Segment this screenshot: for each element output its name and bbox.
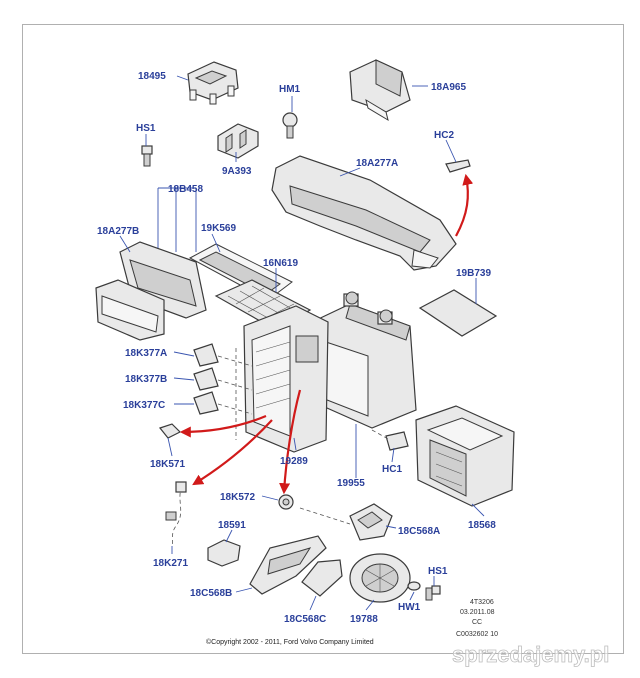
label-18495: 18495	[138, 71, 166, 82]
label-19788: 19788	[350, 614, 378, 625]
copyright-text: ©Copyright 2002 - 2011, Ford Volvo Compa…	[206, 638, 374, 646]
part-18K571-clip	[158, 423, 182, 439]
part-19788-motor	[349, 553, 411, 603]
label-18B458: 18B458	[168, 184, 203, 195]
label-HM1: HM1	[279, 84, 301, 95]
drawing-code-line-2: 03.2011.08	[460, 609, 495, 616]
label-19289: 19289	[280, 456, 308, 467]
diagram-frame	[22, 24, 624, 654]
label-18K271: 18K271	[153, 558, 188, 569]
part-HS1-screw-bottom	[425, 585, 441, 601]
part-18C568C-bracket	[301, 559, 343, 597]
part-18495-bracket	[187, 61, 239, 105]
label-9A393: 9A393	[222, 166, 252, 177]
part-18K271-sensor	[165, 481, 187, 547]
label-19B739: 19B739	[456, 268, 491, 279]
label-18591: 18591	[218, 520, 246, 531]
part-18568-blower	[415, 405, 515, 507]
part-18K377B-actuator	[193, 367, 219, 391]
part-18K572-grommet	[278, 494, 294, 510]
label-18C568A: 18C568A	[398, 526, 440, 537]
label-18A965: 18A965	[431, 82, 466, 93]
label-18K571: 18K571	[150, 459, 185, 470]
part-18A277B-housing	[95, 241, 207, 341]
label-18C568C: 18C568C	[284, 614, 326, 625]
drawing-code: 4T3206 03.2011.08 CC C0032602 10	[456, 599, 498, 638]
red-arrows	[179, 173, 474, 495]
part-18C568B-bracket	[249, 535, 327, 595]
drawing-code-line-1: 4T3206	[470, 599, 494, 606]
part-18591-connector	[207, 539, 241, 567]
part-HC1-clamp	[385, 431, 409, 451]
label-HW1: HW1	[398, 602, 421, 613]
label-18A277A: 18A277A	[356, 158, 398, 169]
part-18C568A-bracket	[349, 503, 393, 541]
drawing-code-line-3: CC	[472, 619, 482, 626]
label-19K569: 19K569	[201, 223, 236, 234]
leader-lines	[119, 75, 485, 611]
label-18K377C: 18K377C	[123, 400, 165, 411]
part-19B739-pad	[418, 289, 498, 337]
label-18C568B: 18C568B	[190, 588, 232, 599]
part-labels: 18495 HM1 18A965 HS1 HC2 9A393 18A277A 1…	[97, 71, 496, 625]
part-19289-housing	[243, 305, 329, 453]
label-HS1: HS1	[136, 123, 156, 134]
label-HS1-bottom: HS1	[428, 566, 448, 577]
watermark-logo: sprzedajemy.pl	[452, 642, 610, 668]
label-16N619: 16N619	[263, 258, 298, 269]
part-9A393-clip	[217, 123, 259, 159]
part-core-block	[311, 291, 417, 429]
label-HC2: HC2	[434, 130, 454, 141]
part-HC2-clip	[445, 159, 471, 173]
part-18A277A-duct	[271, 155, 457, 271]
part-18K377C-actuator	[193, 391, 219, 415]
label-18K572: 18K572	[220, 492, 255, 503]
part-18A965-cover	[349, 59, 411, 122]
label-HC1: HC1	[382, 464, 402, 475]
label-18A277B: 18A277B	[97, 226, 139, 237]
part-HM1-pin	[282, 112, 298, 139]
label-19955: 19955	[337, 478, 365, 489]
drawing-code-line-4: C0032602 10	[456, 631, 498, 638]
part-HS1-screw	[141, 145, 153, 167]
part-18K377A-actuator	[193, 343, 219, 367]
label-18K377A: 18K377A	[125, 348, 167, 359]
label-18568: 18568	[468, 520, 496, 531]
label-18K377B: 18K377B	[125, 374, 167, 385]
part-HW1-washer	[407, 581, 421, 591]
assembly-lines	[217, 348, 391, 525]
watermark-text: sprzedajemy.pl	[452, 642, 609, 667]
